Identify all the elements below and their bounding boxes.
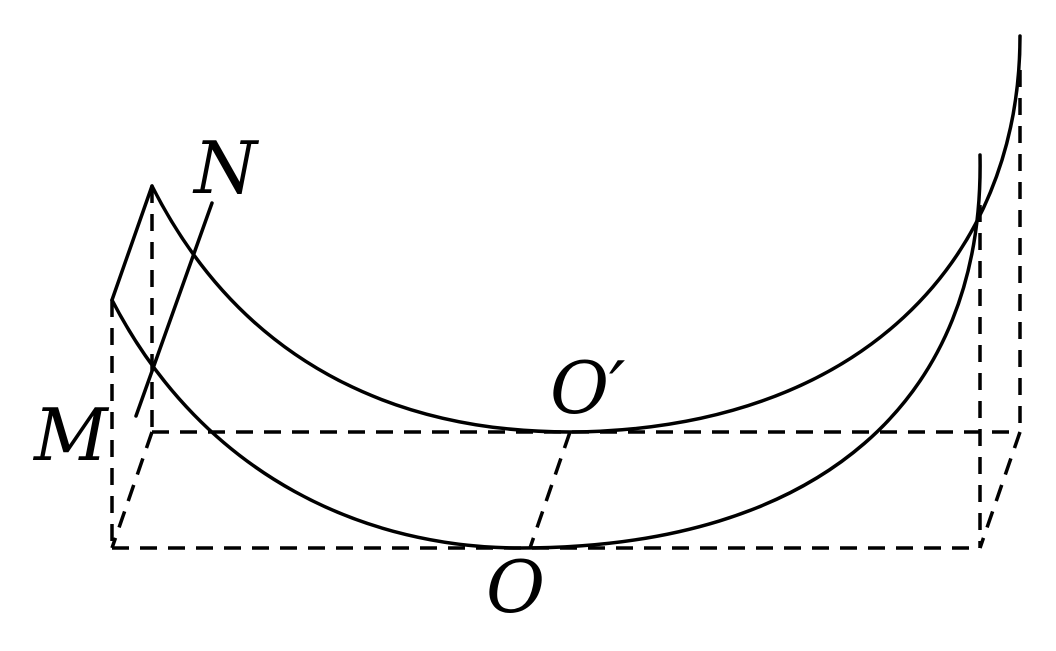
label-o: O	[486, 545, 545, 629]
rod-mn	[134, 201, 214, 418]
label-o-prime: O′	[550, 346, 625, 430]
center-depth-connector	[528, 431, 572, 549]
right-depth-connector	[978, 431, 1022, 549]
label-n: N	[192, 126, 260, 210]
front-semicircle-arc	[110, 153, 982, 550]
left-end-edge	[110, 184, 154, 302]
label-m: M	[32, 393, 110, 477]
left-depth-connector	[110, 431, 154, 549]
